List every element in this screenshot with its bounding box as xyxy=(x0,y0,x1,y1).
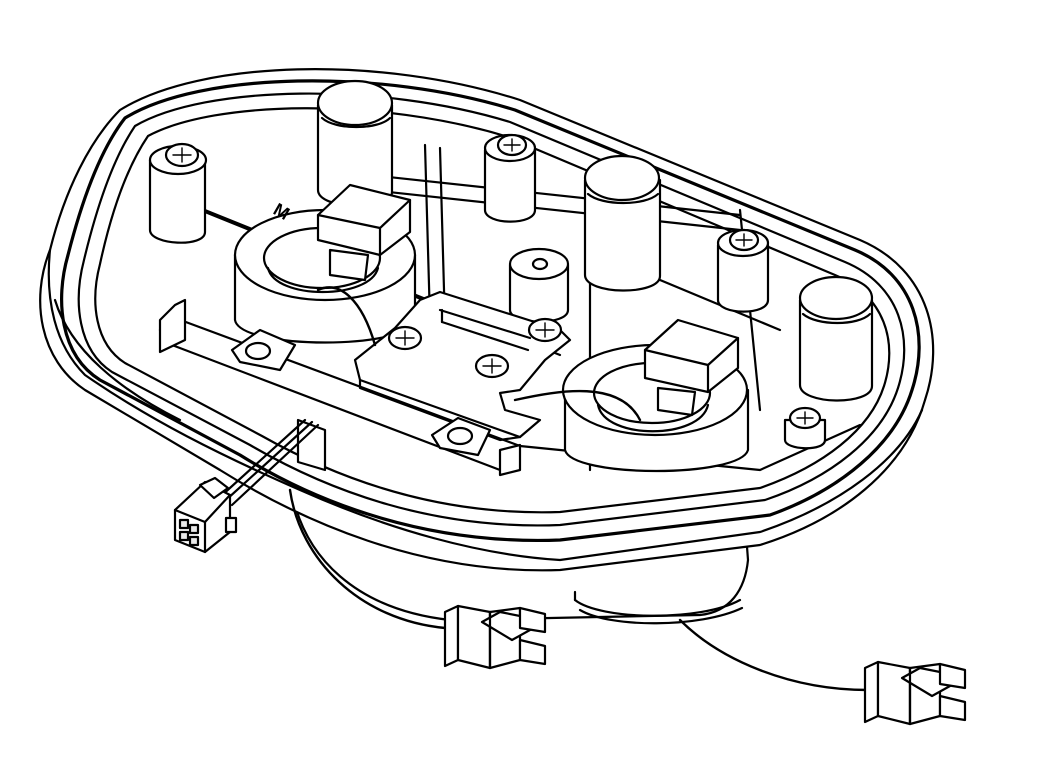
phillips-screw-icon xyxy=(527,317,563,343)
phillips-screw-icon xyxy=(728,228,760,252)
cable-3pin xyxy=(173,418,327,554)
phillips-screw-icon xyxy=(788,406,822,430)
post-far-right xyxy=(798,275,874,402)
phillips-screw-icon xyxy=(474,353,510,379)
mounting-plate xyxy=(353,290,572,442)
phillips-screw-icon xyxy=(496,133,528,157)
phillips-screw-icon xyxy=(387,325,423,351)
sensor-block-left xyxy=(316,183,412,282)
internal-wires xyxy=(316,286,642,422)
mount-tab-left xyxy=(230,328,297,372)
connector-b xyxy=(863,660,967,726)
external-wires xyxy=(288,488,870,692)
boss-right xyxy=(716,228,770,313)
mount-tab-right xyxy=(430,416,492,457)
sensor-block-right xyxy=(643,318,740,417)
connector-a xyxy=(443,604,547,670)
boss-top-center xyxy=(483,133,537,223)
boss-lower-right xyxy=(783,406,827,450)
post-center-right xyxy=(583,154,662,292)
post-top-center xyxy=(316,79,394,208)
boss-top-left xyxy=(148,142,208,244)
center-post xyxy=(508,247,570,323)
connector-3pin xyxy=(173,476,238,554)
phillips-screw-icon xyxy=(164,142,200,168)
